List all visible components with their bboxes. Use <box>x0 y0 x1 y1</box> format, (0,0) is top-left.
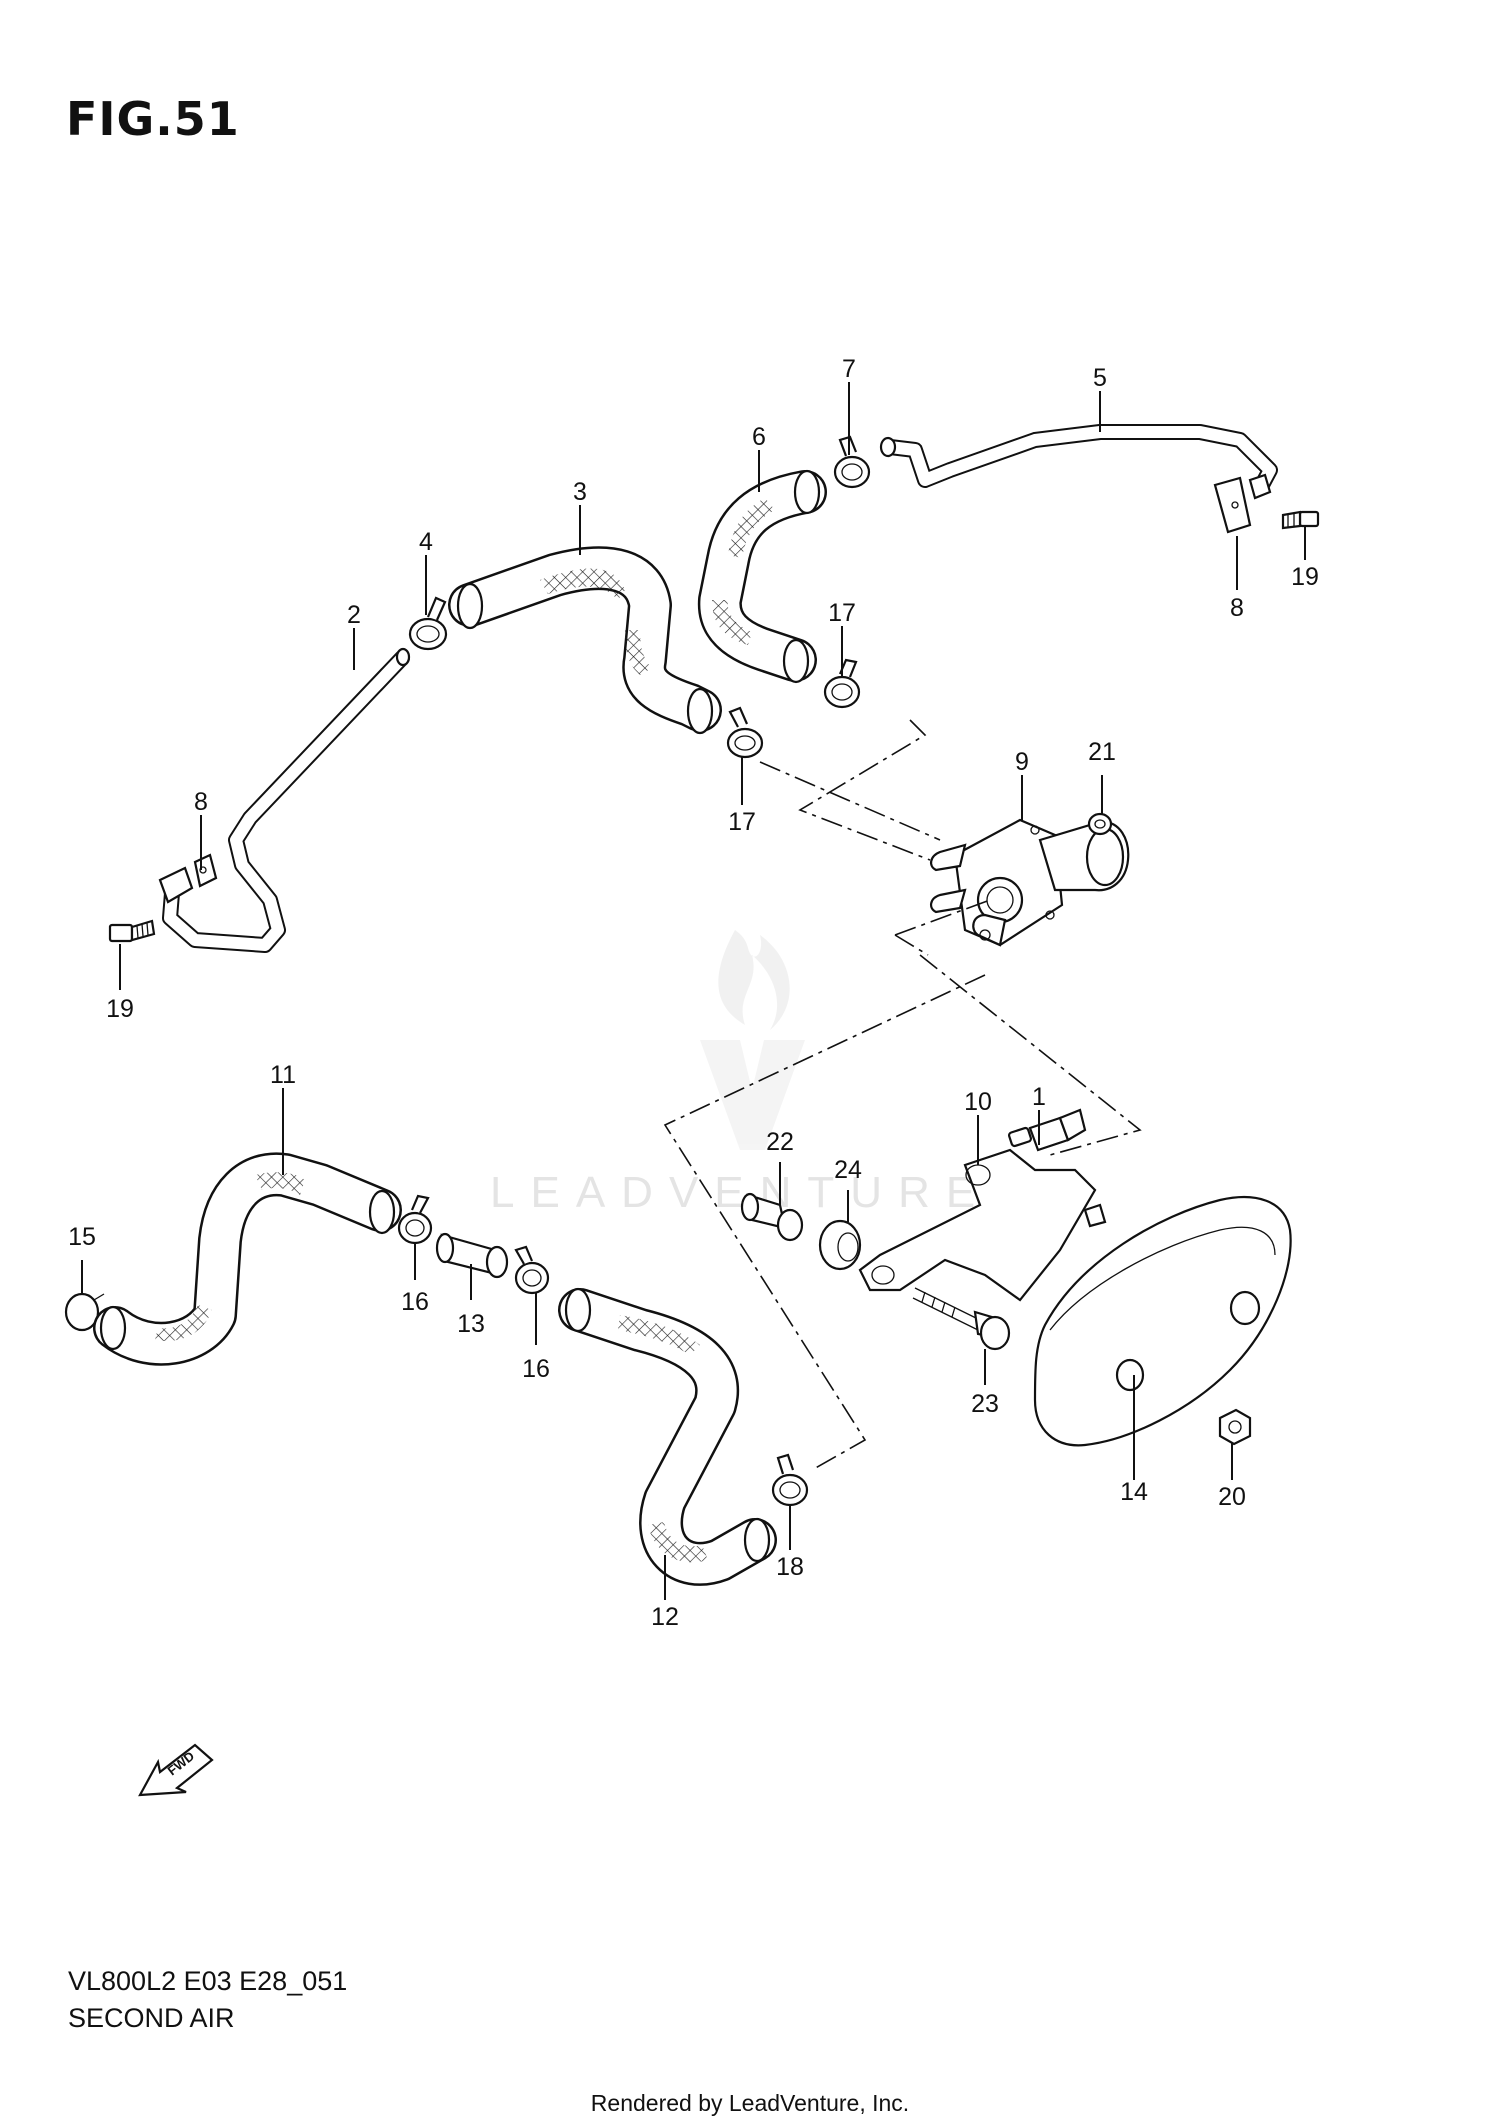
render-credit: Rendered by LeadVenture, Inc. <box>590 2090 910 2116</box>
callout-6: 6 <box>752 423 766 451</box>
hose-3 <box>448 546 722 735</box>
guide-line-upper <box>759 719 941 861</box>
guide-line-middle <box>894 899 1142 1156</box>
callout-20: 20 <box>1218 1483 1246 1511</box>
sensor-1 <box>1008 1108 1087 1152</box>
callout-9: 9 <box>1015 748 1029 776</box>
fwd-arrow-icon: FWD <box>138 1743 214 1797</box>
callout-24: 24 <box>834 1156 862 1184</box>
clamp-16-left <box>397 1194 433 1245</box>
callout-16-right: 16 <box>522 1355 550 1383</box>
callout-8-right: 8 <box>1230 594 1244 622</box>
callout-23: 23 <box>971 1390 999 1418</box>
callout-22: 22 <box>766 1128 794 1156</box>
bracket-8-left <box>158 853 218 904</box>
pipe-5 <box>879 424 1278 493</box>
callout-15: 15 <box>68 1223 96 1251</box>
callout-12: 12 <box>651 1603 679 1631</box>
guide-line-lower <box>663 974 986 1471</box>
nut-20 <box>1218 1408 1252 1446</box>
joint-13 <box>435 1232 509 1279</box>
model-code: VL800L2 E03 E28_051 <box>68 1966 348 1996</box>
bracket-8-right <box>1213 473 1272 534</box>
callout-21: 21 <box>1088 738 1116 766</box>
callout-19-left: 19 <box>106 995 134 1023</box>
callout-8-left: 8 <box>194 788 208 816</box>
callout-18: 18 <box>776 1553 804 1581</box>
watermark-text: LEADVENTURE <box>490 1168 991 1217</box>
washer-21 <box>1087 812 1113 836</box>
callout-11: 11 <box>270 1061 296 1089</box>
bracket-10 <box>858 1148 1107 1302</box>
callout-17-lower: 17 <box>728 808 756 836</box>
grommet-24 <box>818 1219 862 1271</box>
bolt-19-right <box>1281 510 1320 530</box>
hose-11 <box>93 1152 402 1366</box>
clamp-16-right <box>514 1245 550 1295</box>
section-name: SECOND AIR <box>68 2003 235 2033</box>
pipe-2 <box>162 647 411 953</box>
bolt-22 <box>740 1192 804 1242</box>
leader-lines <box>81 382 1306 1600</box>
clamp-7 <box>833 435 871 489</box>
callout-10: 10 <box>964 1088 992 1116</box>
callout-14: 14 <box>1120 1478 1148 1506</box>
callout-2: 2 <box>347 601 361 629</box>
bolt-23 <box>912 1287 1011 1351</box>
callout-13: 13 <box>457 1310 485 1338</box>
callout-19-right: 19 <box>1291 563 1319 591</box>
figure-title: FIG.51 <box>66 92 240 146</box>
callouts: 1 2 3 4 5 6 7 8 8 9 10 11 12 13 14 15 16… <box>68 355 1319 1631</box>
callout-5: 5 <box>1093 364 1107 392</box>
case-14 <box>1033 1196 1292 1447</box>
callout-16-left: 16 <box>401 1288 429 1316</box>
callout-17-upper: 17 <box>828 599 856 627</box>
clamp-18 <box>771 1453 809 1507</box>
callout-1: 1 <box>1032 1083 1046 1111</box>
callout-4: 4 <box>419 528 433 556</box>
callout-3: 3 <box>573 478 587 506</box>
hose-6 <box>697 469 827 684</box>
watermark-logo <box>700 930 805 1150</box>
callout-7: 7 <box>842 355 856 383</box>
bolt-19-left <box>108 919 156 943</box>
reed-valve-9 <box>930 818 1130 947</box>
hose-12 <box>558 1287 777 1586</box>
clamp-17-lower <box>726 706 764 759</box>
clamp-4 <box>408 596 448 651</box>
